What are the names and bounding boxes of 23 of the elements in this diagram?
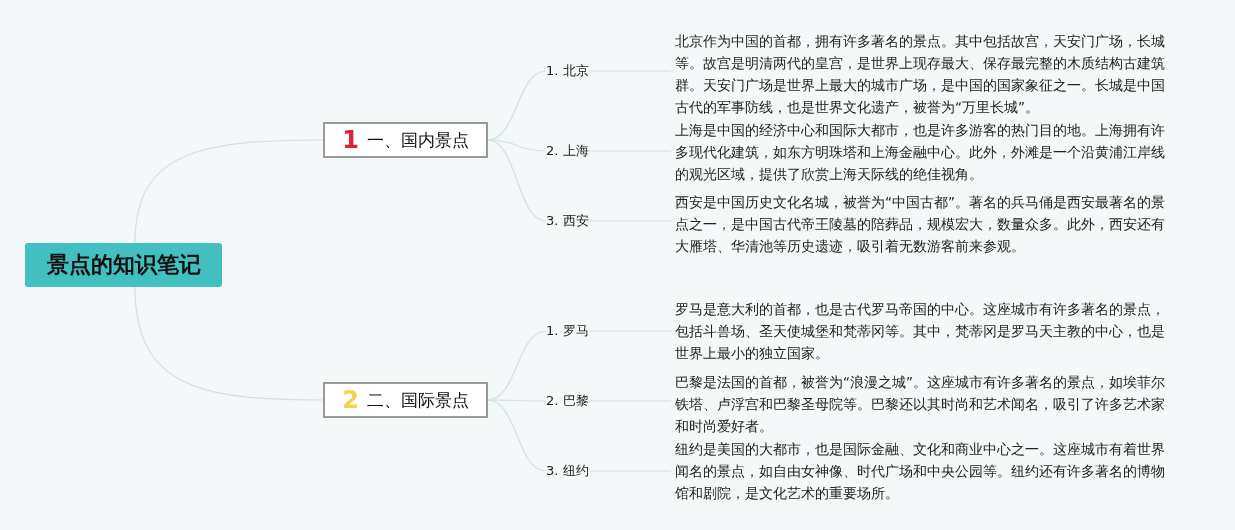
subtopic-label: 1. 北京 [546, 60, 589, 82]
connector-line [487, 139, 547, 222]
note-text: 纽约是美国的大都市，也是国际金融、文化和商业中心之一。这座城市有着世界闻名的景点，如自由女神像、时代广场和中央公园等。纽约还有许多著名的博物馆和剧院，是文化艺术的重要场所。 [675, 438, 1175, 504]
topic-box: 景点的知识笔记 [25, 243, 222, 287]
subtopic-label: 1. 罗马 [546, 320, 589, 342]
branch-box [323, 122, 488, 158]
note-text: 巴黎是法国的首都，被誉为“浪漫之城”。这座城市有许多著名的景点，如埃菲尔铁塔、卢浮宫和巴黎圣母院等。巴黎还以其时尚和艺术闻名，吸引了许多艺术家和时尚爱好者。 [675, 371, 1175, 437]
branch-label: 一、国内景点 [366, 128, 469, 152]
note-text: 北京作为中国的首都，拥有许多著名的景点。其中包括故宫，天安门广场，长城等。故宫是明清两代的皇宫，是世界上现存最大、保存最完整的木质结构古建筑群。天安门广场是世界上最大的城市广场，是中国的国家象征之一。长城是中国古代的军事防线，也是世界文化遗产，被誉为“万里长城”。 [675, 30, 1175, 118]
connector-line [134, 286, 324, 401]
connector-line [487, 399, 547, 472]
connector-line [134, 139, 324, 244]
note-text: 罗马是意大利的首都，也是古代罗马帝国的中心。这座城市有许多著名的景点，包括斗兽场、圣天使城堡和梵蒂冈等。其中，梵蒂冈是罗马天主教的中心，也是世界上最小的独立国家。 [675, 298, 1175, 364]
branch-label: 二、国际景点 [366, 388, 469, 412]
note-text: 西安是中国历史文化名城，被誉为“中国古都”。著名的兵马俑是西安最著名的景点之一，是中国古代帝王陵墓的陪葬品，规模宏大，数量众多。此外，西安还有大雁塔、华清池等历史遗迹，吸引着无数游客前来参观。 [675, 191, 1175, 257]
subtopic-label: 2. 上海 [546, 140, 589, 162]
number-marker: 1 [342, 126, 359, 154]
subtopic-label: 3. 西安 [546, 210, 589, 232]
subtopic-label: 2. 巴黎 [546, 390, 589, 412]
subtopic-label: 3. 纽约 [546, 460, 589, 482]
number-marker: 2 [342, 386, 359, 414]
branch-box [323, 382, 488, 418]
note-text: 上海是中国的经济中心和国际大都市，也是许多游客的热门目的地。上海拥有许多现代化建筑，如东方明珠塔和上海金融中心。此外，外滩是一个沿黄浦江岸线的观光区域，提供了欣赏上海天际线的绝佳视角。 [675, 119, 1175, 185]
